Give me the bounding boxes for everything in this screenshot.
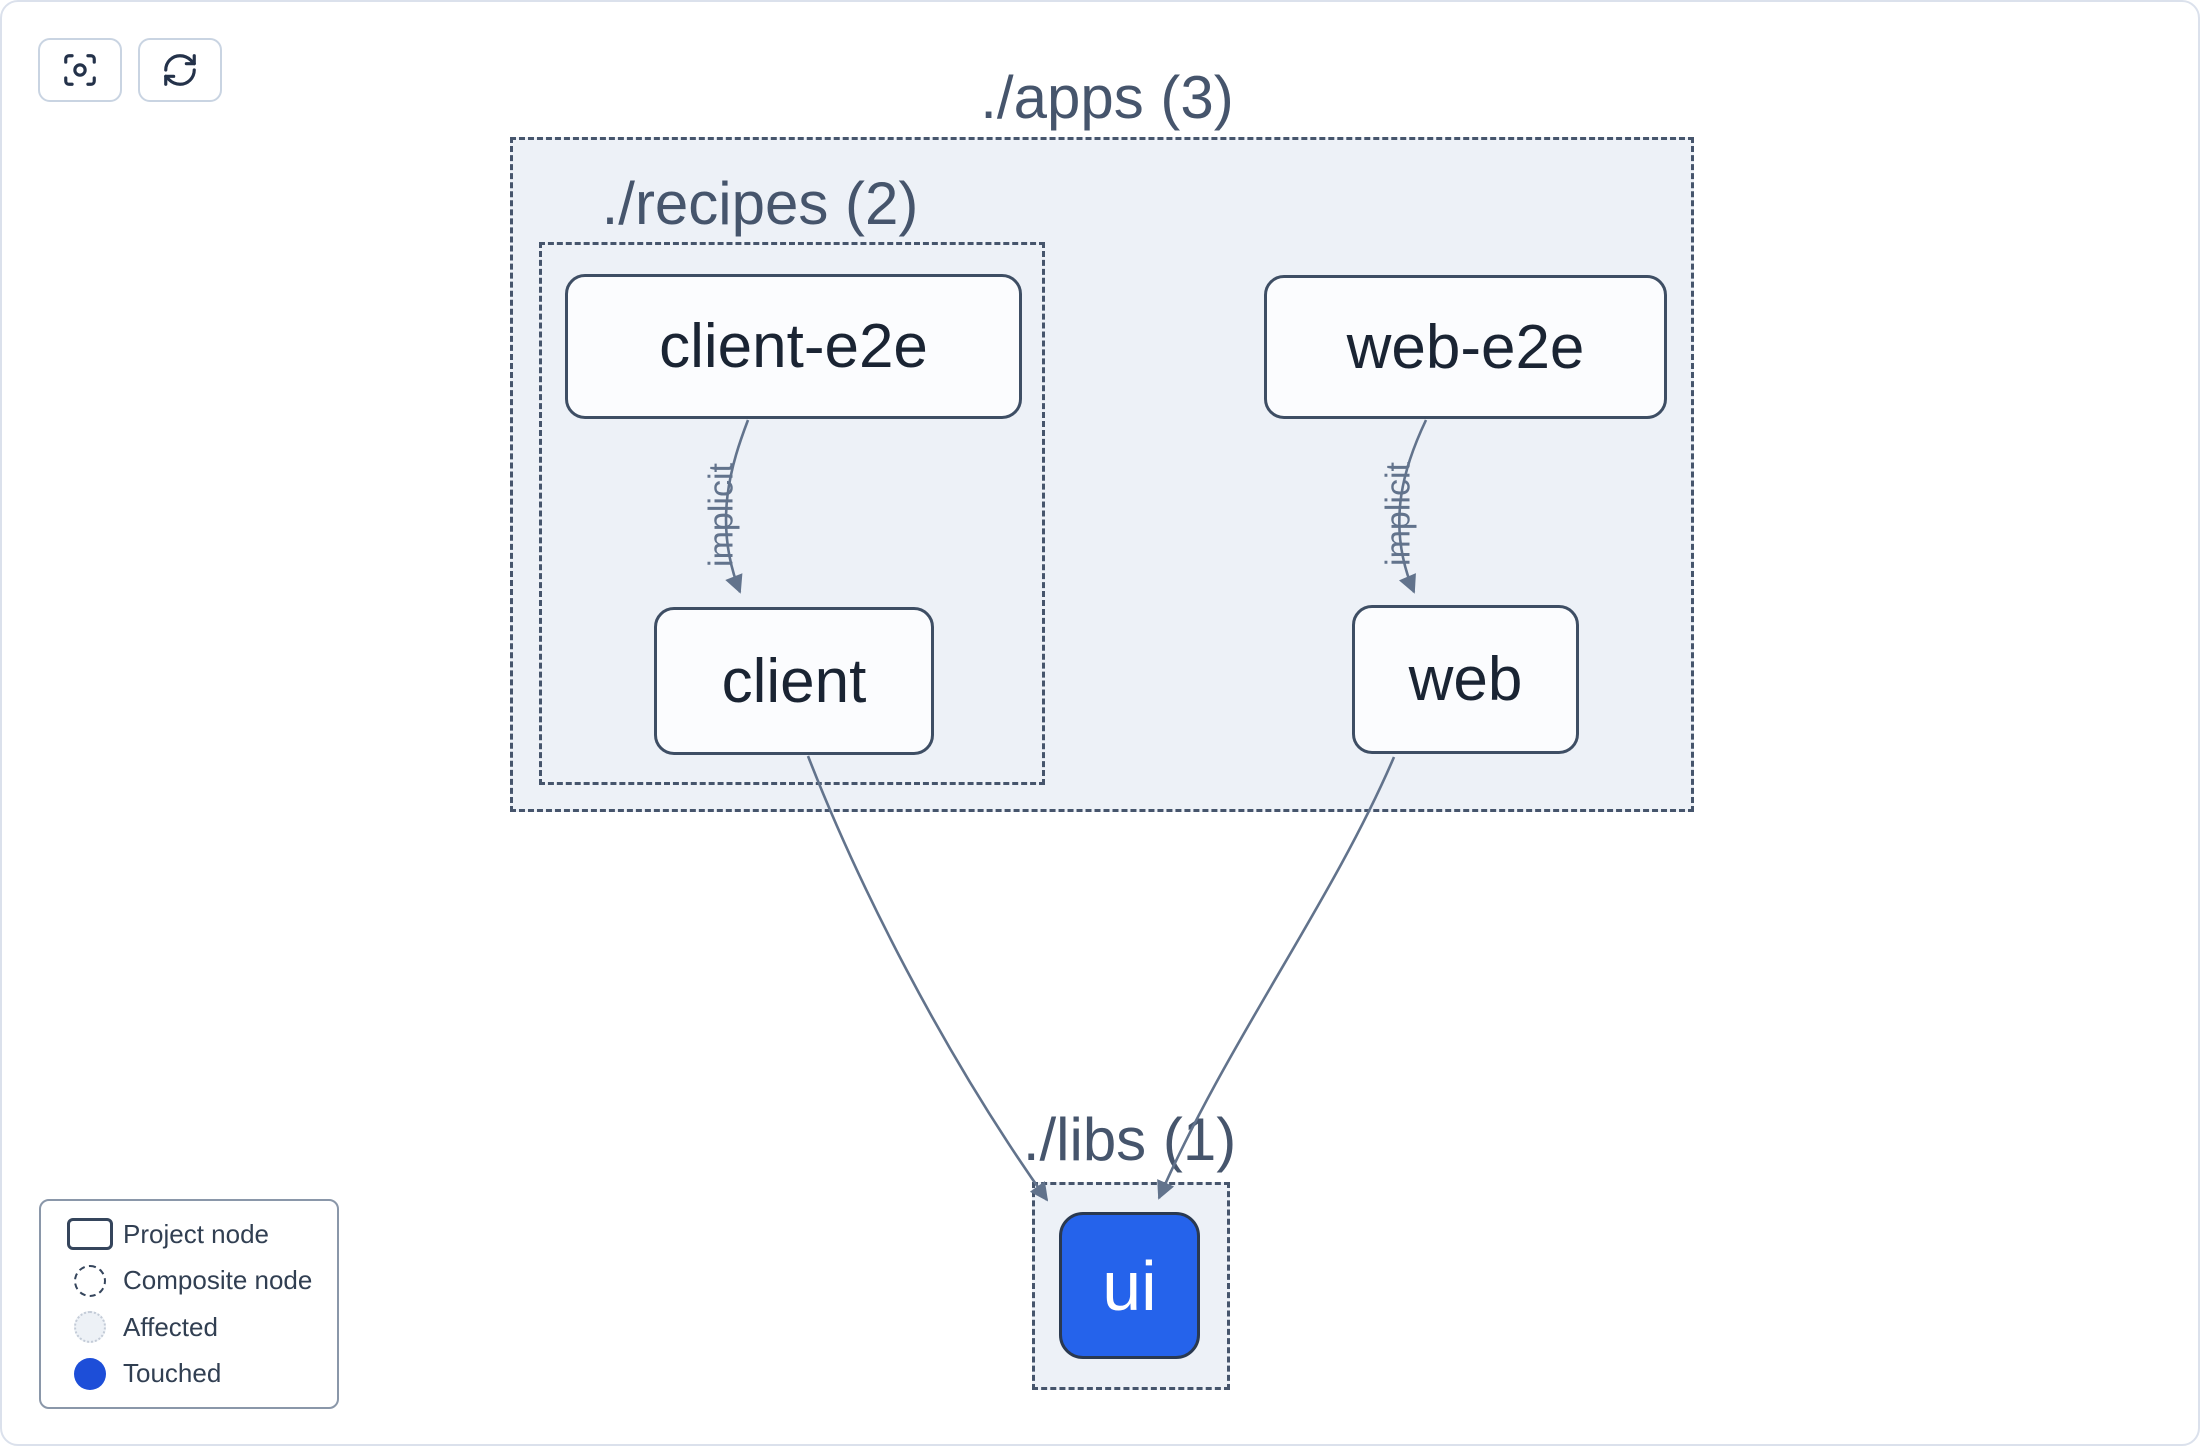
composite-group-recipes-label[interactable]: ./recipes (2) [601,170,919,237]
project-node-client[interactable]: client [654,607,934,755]
project-node-web-e2e[interactable]: web-e2e [1264,275,1667,419]
legend-item-project-node: Project node [41,1218,337,1251]
project-node-swatch [57,1218,123,1251]
project-node-ui[interactable]: ui [1059,1212,1200,1359]
touched-swatch [57,1357,123,1390]
legend-label: Composite node [123,1265,313,1296]
project-node-web[interactable]: web [1352,605,1579,754]
legend-item-touched: Touched [41,1357,337,1390]
edge-client-to-ui[interactable] [806,755,1049,1202]
legend-item-composite-node: Composite node [41,1264,337,1297]
graph-legend: Project node Composite node Affected Tou… [39,1199,339,1409]
center-graph-button[interactable] [38,38,122,102]
legend-label: Project node [123,1218,269,1249]
refresh-icon [164,54,196,86]
refresh-graph-button[interactable] [138,38,222,102]
edge-web-to-ui[interactable] [1157,756,1396,1200]
legend-label: Touched [123,1358,222,1389]
crosshair-focus-icon [64,54,96,86]
affected-swatch [57,1311,123,1344]
edge-client-e2e-to-client[interactable] [724,419,750,594]
edge-web-e2e-to-web[interactable] [1397,419,1428,594]
legend-label: Affected [123,1311,218,1342]
composite-group-apps-label[interactable]: ./apps (3) [980,64,1234,131]
composite-node-swatch [57,1264,123,1297]
project-node-client-e2e[interactable]: client-e2e [565,274,1022,419]
composite-group-libs-label[interactable]: ./libs (1) [1022,1106,1237,1173]
legend-item-affected: Affected [41,1311,337,1344]
graph-toolbar [38,38,222,102]
